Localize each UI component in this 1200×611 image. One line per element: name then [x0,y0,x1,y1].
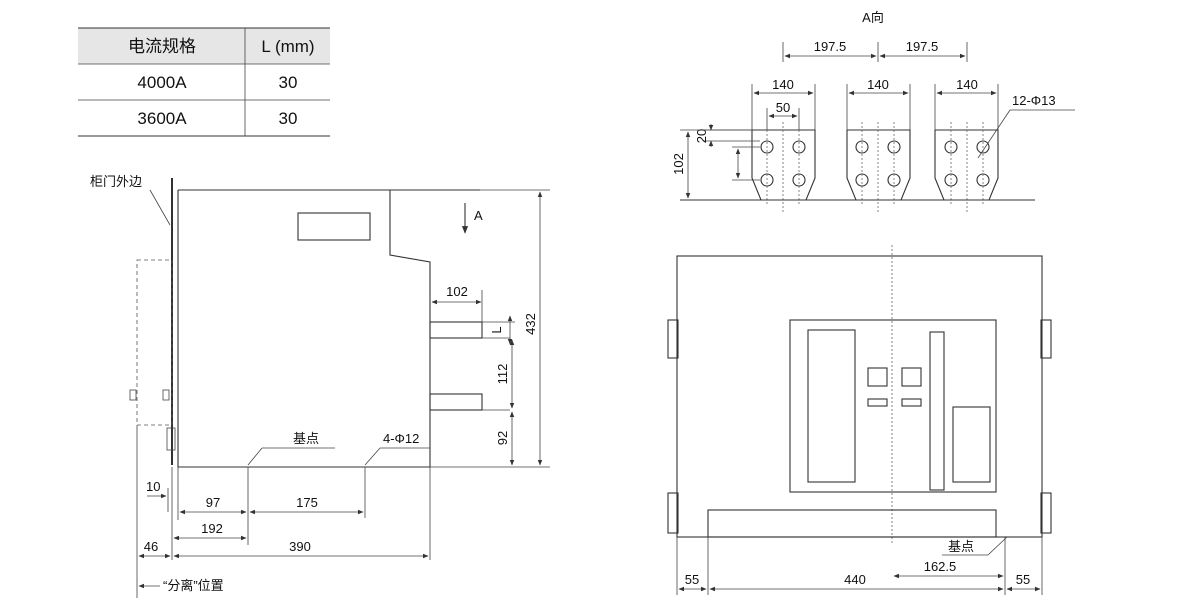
terminal-plate-1 [751,129,816,201]
front-view: 基点 55 440 162.5 55 [667,245,1052,595]
dim-197-5-right: 197.5 [906,39,939,54]
spec-table: 电流规格 L (mm) 4000A 30 3600A 30 [78,27,330,137]
front-view-outline [676,255,1043,538]
dim-20: 20 [694,129,709,143]
right-panel-window [952,406,991,483]
dim-46-label: 46 [144,539,158,554]
dim-175-label: 175 [296,495,318,510]
dim-102-a: 102 [671,153,686,175]
button-right [901,367,922,387]
separated-position-outline [136,259,173,426]
dim-440: 440 [844,572,866,587]
dim-55-right: 55 [1016,572,1030,587]
table-header-bg [78,28,330,64]
handle-slot [929,331,945,491]
view-arrow-a-label: A [474,208,483,223]
a-view: A向 197.5 197.5 140 140 140 50 [671,10,1075,212]
dim-197-5-left: 197.5 [814,39,847,54]
hole-4-phi12-label: 4-Φ12 [383,431,419,446]
dim-97-label: 97 [206,495,220,510]
dim-432-label: 432 [523,313,538,335]
side-view: 柜门外边 A 102 L 112 92 4 [90,174,550,598]
dim-92-label: 92 [495,431,510,445]
terminal-plate-2 [846,129,911,201]
breaker-body-outline [177,189,431,468]
terminal-holes [760,140,990,187]
dim-112-label: 112 [495,364,510,385]
terminal-plate-3 [934,129,999,201]
base-point-label: 基点 [293,431,319,446]
dim-55-left: 55 [685,572,699,587]
dim-140-2: 140 [867,77,889,92]
front-panel [789,319,997,493]
dim-140-3: 140 [956,77,978,92]
upper-terminal [429,321,483,339]
table-header-current: 电流规格 [128,37,196,56]
dim-l-label: L [489,326,504,333]
button-left [867,367,888,387]
table-cell-l: 30 [279,109,298,128]
door-edge-label: 柜门外边 [90,174,142,189]
dim-140-1: 140 [772,77,794,92]
lower-terminal [429,393,483,411]
table-cell-l: 30 [279,73,298,92]
table-cell-current: 3600A [137,109,187,128]
dim-192-label: 192 [201,521,223,536]
bottom-bar [707,509,997,538]
hole-12-phi13-label: 12-Φ13 [1012,93,1056,108]
separated-position-label: “分离”位置 [163,578,224,593]
dim-390-label: 390 [289,539,311,554]
table-cell-current: 4000A [137,73,187,92]
front-base-point-label: 基点 [948,539,974,554]
dim-102-label: 102 [446,284,468,299]
left-panel-window [807,329,856,483]
dim-162-5: 162.5 [924,559,957,574]
table-header-l: L (mm) [261,37,314,56]
a-view-title: A向 [862,10,884,25]
dim-10-label: 10 [146,479,160,494]
dim-50: 50 [776,100,790,115]
window-panel [297,212,371,241]
